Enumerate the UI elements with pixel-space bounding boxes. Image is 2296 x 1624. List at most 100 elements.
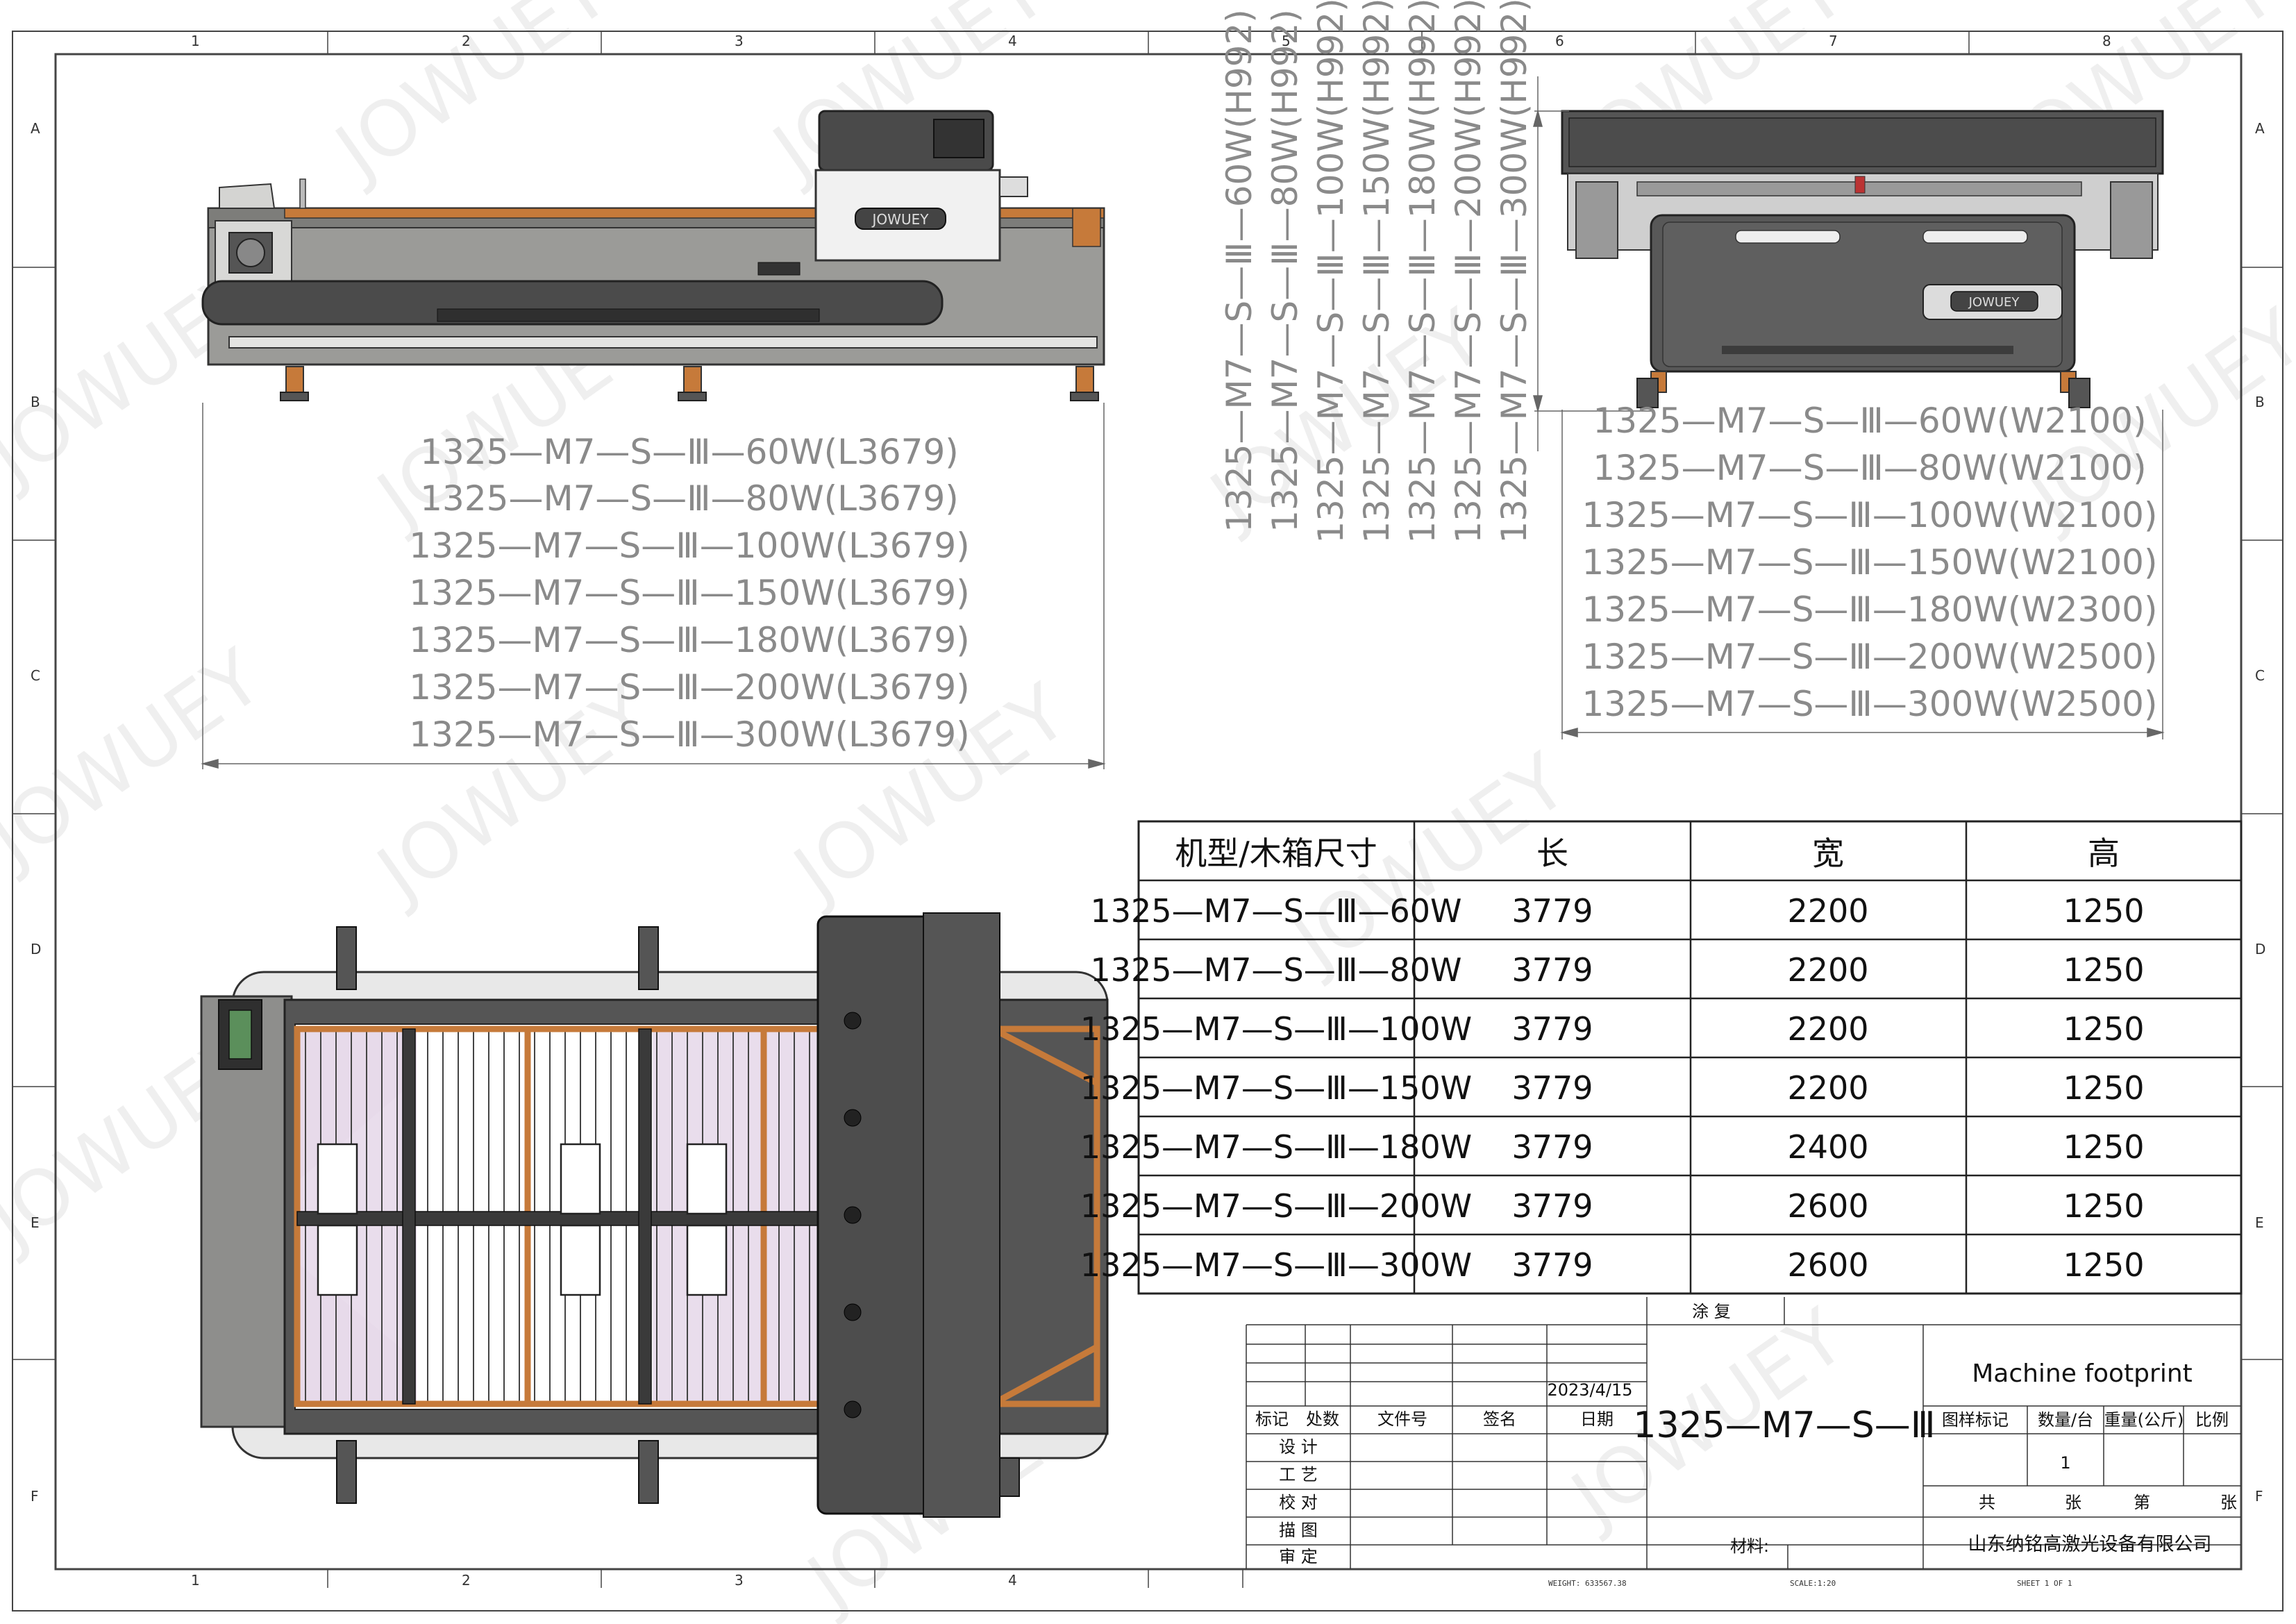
table-header: 长 [1536,835,1568,872]
zone-row-label: E [31,1214,40,1231]
revision-date: 2023/4/15 [1547,1380,1632,1400]
height-label: 1325—M7—S—Ⅲ—200W(H992) [1448,0,1489,544]
material-label: 材料: [1730,1537,1769,1556]
table-cell: 1325—M7—S—Ⅲ—180W [1080,1128,1472,1166]
height-label: 1325—M7—S—Ⅲ—80W(H992) [1265,9,1305,533]
table-row: 1325—M7—S—Ⅲ—80W 3779 2200 1250 [1091,951,2145,989]
length-label: 1325—M7—S—Ⅲ—60W(L3679) [420,432,959,472]
height-label: 1325—M7—S—Ⅲ—180W(H992) [1402,0,1443,544]
table-cell: 3779 [1511,951,1593,989]
table-cell: 1325—M7—S—Ⅲ—150W [1080,1069,1472,1107]
table-row: 1325—M7—S—Ⅲ—150W 3779 2200 1250 [1080,1069,2145,1107]
size-table-header: 机型/木箱尺寸 长 宽 高 [1175,835,2120,872]
table-cell: 1250 [2063,1128,2144,1166]
zone-row-label: A [2255,120,2265,137]
zone-row-label: F [31,1488,39,1505]
side-view-width-labels: 1325—M7—S—Ⅲ—60W(W2100) 1325—M7—S—Ⅲ—80W(W… [1582,401,2158,724]
width-label: 1325—M7—S—Ⅲ—200W(W2500) [1582,637,2158,677]
role-label: 审 定 [1279,1547,1318,1566]
table-cell: 1250 [2063,1010,2144,1048]
length-label: 1325—M7—S—Ⅲ—150W(L3679) [409,573,969,613]
length-label: 1325—M7—S—Ⅲ—80W(L3679) [420,478,959,519]
width-label: 1325—M7—S—Ⅲ—100W(W2100) [1582,495,2158,535]
weight-note: WEIGHT: 633567.38 [1548,1579,1627,1588]
zone-col-label: 8 [2102,33,2111,49]
table-cell: 1250 [2063,892,2144,930]
size-table: 机型/木箱尺寸 长 宽 高 1325—M7—S—Ⅲ—60W 3779 2200 … [1080,820,2243,1295]
table-cell: 3779 [1511,1187,1593,1225]
watermark: JOWUEY [0,633,278,885]
table-cell: 3779 [1511,1246,1593,1284]
height-label: 1325—M7—S—Ⅲ—100W(H992) [1311,0,1351,544]
table-row: 1325—M7—S—Ⅲ—180W 3779 2400 1250 [1080,1128,2145,1166]
table-cell: 1325—M7—S—Ⅲ—300W [1080,1246,1472,1284]
zone-col-label: 7 [1829,33,1838,49]
quantity-value: 1 [2060,1453,2070,1473]
table-cell: 2400 [1787,1128,1868,1166]
table-cell: 2200 [1787,1010,1868,1048]
top-view-drawing [200,912,1109,1518]
zone-row-label: A [31,120,40,137]
table-cell: 2200 [1787,1069,1868,1107]
attr-header: 重量(公斤) [2104,1410,2184,1430]
zone-col-label: 3 [735,33,744,49]
zone-col-label: 4 [1008,33,1017,49]
role-label: 工 艺 [1279,1465,1318,1484]
table-header: 高 [2088,835,2120,872]
table-header: 宽 [1812,835,1844,872]
zone-col-label: 4 [1008,1572,1017,1589]
sheet-label: 张 [2220,1493,2237,1512]
table-cell: 3779 [1511,1069,1593,1107]
drawing-title: Machine footprint [1972,1359,2193,1388]
model-name: 1325—M7—S—Ⅲ [1633,1405,1935,1446]
table-cell: 1250 [2063,1069,2144,1107]
table-row: 1325—M7—S—Ⅲ—60W 3779 2200 1250 [1091,892,2145,930]
front-view-length-labels: 1325—M7—S—Ⅲ—60W(L3679) 1325—M7—S—Ⅲ—80W(L… [409,432,969,755]
length-label: 1325—M7—S—Ⅲ—200W(L3679) [409,667,969,708]
side-view-drawing: JOWUEY [1533,76,2165,739]
table-cell: 2200 [1787,892,1868,930]
table-cell: 1250 [2063,1187,2144,1225]
rev-header: 签名 [1483,1409,1516,1429]
zone-row-label: E [2255,1214,2264,1231]
table-row: 1325—M7—S—Ⅲ—300W 3779 2600 1250 [1080,1246,2145,1284]
table-cell: 3779 [1511,892,1593,930]
front-brand-plate: JOWUEY [871,211,930,228]
table-cell: 1325—M7—S—Ⅲ—200W [1080,1187,1472,1225]
zone-col-label: 5 [1282,33,1291,49]
zone-col-label: 1 [191,1572,200,1589]
width-label: 1325—M7—S—Ⅲ—80W(W2100) [1593,448,2146,488]
rev-header: 文件号 [1377,1409,1427,1429]
width-label: 1325—M7—S—Ⅲ—150W(W2100) [1582,542,2158,583]
attr-header: 图样标记 [1942,1410,2009,1430]
zone-col-label: 1 [191,33,200,49]
zone-row-label: B [31,394,40,410]
width-label: 1325—M7—S—Ⅲ—180W(W2300) [1582,589,2158,630]
table-cell: 1325—M7—S—Ⅲ—60W [1091,892,1462,930]
border-frame [12,31,2284,1612]
approval-roles: 设 计 工 艺 校 对 描 图 审 定 [1279,1437,1318,1566]
zone-labels: 1 2 3 4 5 6 7 8 1 2 3 4 A B C D E F A B … [31,33,2265,1589]
role-label: 描 图 [1279,1521,1318,1540]
watermark: JOWUEY [317,0,626,198]
width-label: 1325—M7—S—Ⅲ—300W(W2500) [1582,684,2158,724]
company-name: 山东纳铭高激光设备有限公司 [1968,1534,2212,1555]
table-header: 机型/木箱尺寸 [1175,835,1377,872]
table-cell: 1250 [2063,951,2144,989]
table-row: 1325—M7—S—Ⅲ—100W 3779 2200 1250 [1080,1010,2145,1048]
table-cell: 2200 [1787,951,1868,989]
zone-row-label: D [2255,941,2265,957]
zone-row-label: C [2255,667,2265,684]
side-view-height-labels: 1325—M7—S—Ⅲ—60W(H992) 1325—M7—S—Ⅲ—80W(H9… [1219,0,1534,544]
attr-header: 比例 [2195,1410,2229,1430]
table-cell: 1325—M7—S—Ⅲ—80W [1091,951,1462,989]
zone-col-label: 6 [1555,33,1564,49]
height-label: 1325—M7—S—Ⅲ—60W(H992) [1219,9,1259,533]
sheet-count: 共 张 第 张 [1979,1493,2237,1512]
attribute-headers: 图样标记 数量/台 重量(公斤) 比例 [1942,1410,2229,1430]
length-label: 1325—M7—S—Ⅲ—300W(L3679) [409,714,969,755]
front-view-drawing: JOWUEY [201,110,1106,769]
height-label: 1325—M7—S—Ⅲ—300W(H992) [1494,0,1534,544]
table-cell: 2600 [1787,1187,1868,1225]
